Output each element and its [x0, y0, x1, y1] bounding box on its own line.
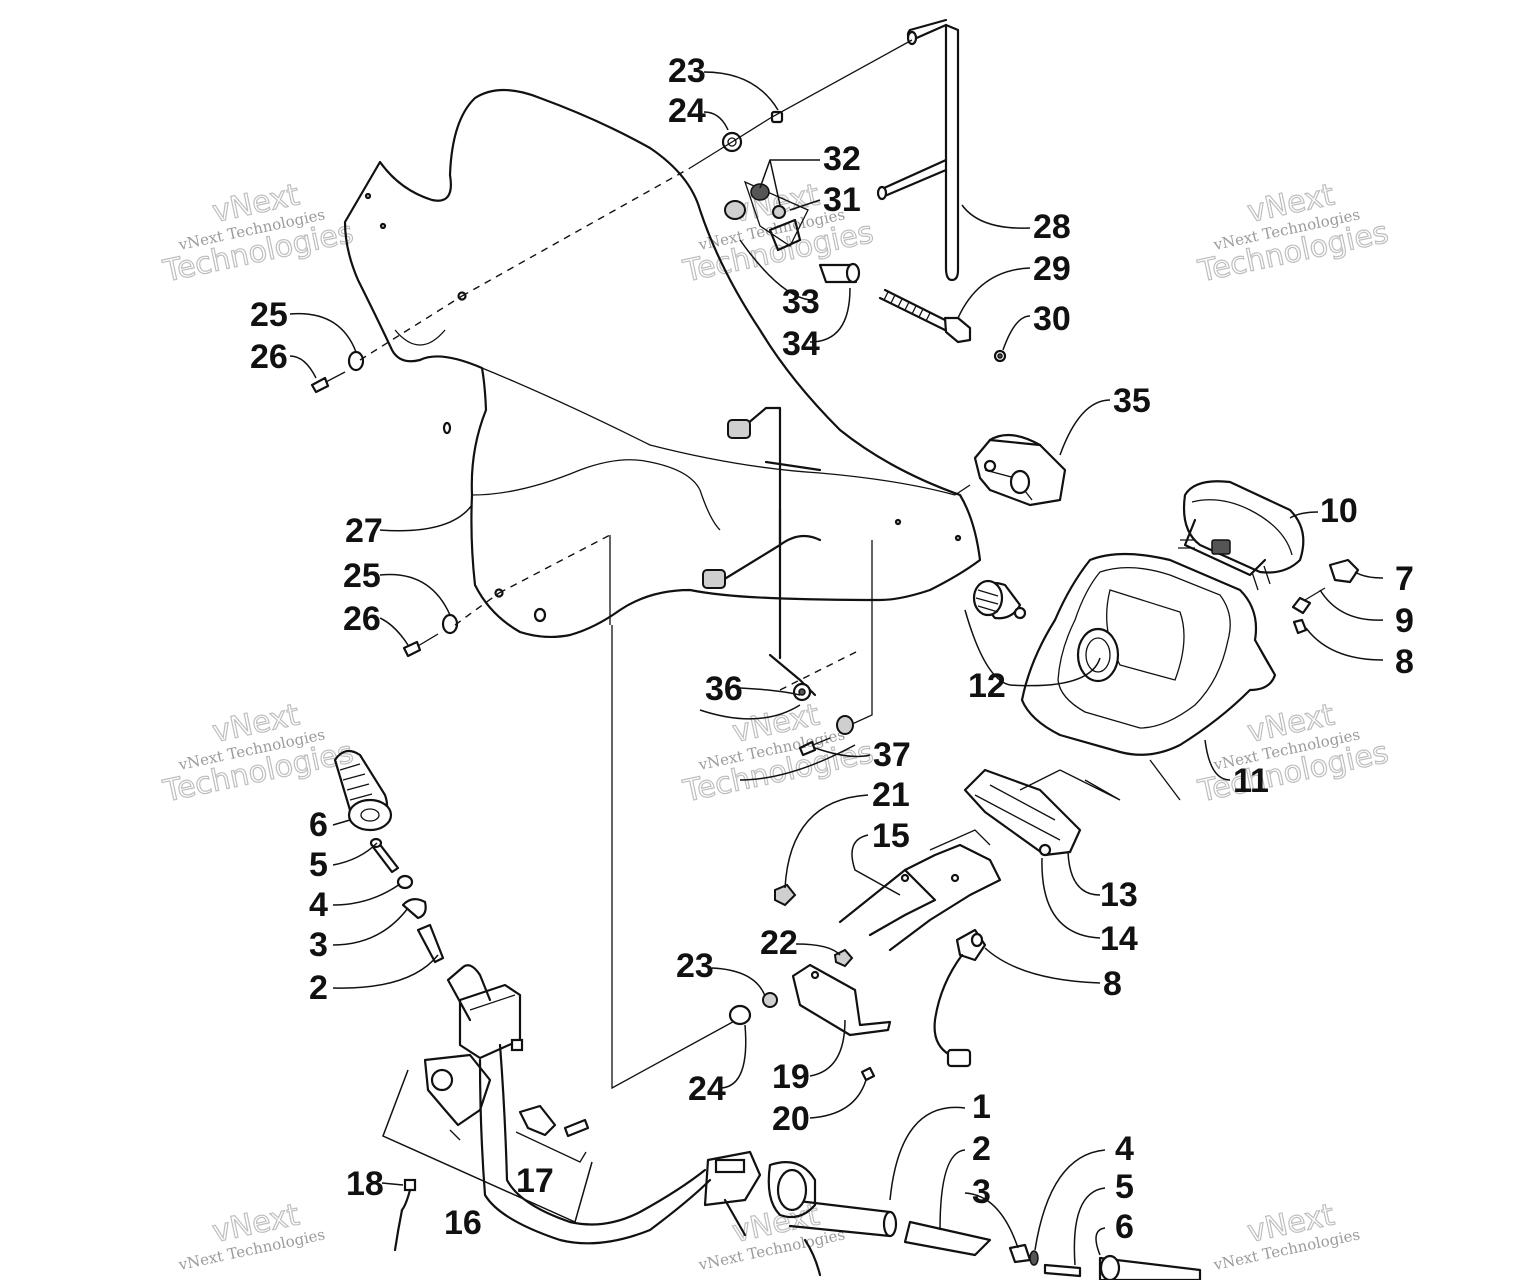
assembly-line [498, 534, 611, 594]
callout-1: 1 [972, 1088, 991, 1126]
plate-19 [728, 948, 892, 1082]
assembly-line [461, 167, 691, 297]
mount-hardware [721, 110, 861, 284]
wire-18 [393, 1178, 417, 1252]
assembly-line [954, 484, 971, 496]
callout-6: 6 [309, 806, 328, 844]
callout-36: 36 [705, 670, 743, 708]
callout-14: 14 [1100, 920, 1138, 958]
callout-28: 28 [1033, 208, 1071, 246]
gauge-10 [1178, 480, 1305, 591]
bulb-7-9-8 [1291, 558, 1360, 635]
callout-7: 7 [1395, 560, 1414, 598]
bracket-15 [838, 829, 1002, 952]
callout-20: 20 [772, 1100, 810, 1138]
callout-12: 12 [968, 667, 1006, 705]
callout-11: 11 [1233, 762, 1269, 800]
callout-3: 3 [972, 1173, 991, 1211]
callout-19: 19 [772, 1058, 810, 1096]
pod-back-13 [963, 759, 1181, 857]
leader-lines [289, 71, 1384, 1266]
callout-32: 32 [823, 140, 861, 178]
left-grip-parts [333, 749, 445, 964]
assembly-line [849, 540, 873, 726]
right-control-1 [703, 1150, 822, 1277]
watermark: vNext vNext Technologies [696, 1197, 846, 1274]
callout-labels: 23 24 32 31 28 29 30 33 34 25 26 35 10 7… [250, 52, 1414, 1246]
callout-15: 15 [872, 817, 910, 855]
watermark: vNext vNext Technologies Technologies [1194, 177, 1392, 290]
group-bracket [382, 1069, 593, 1224]
callout-30: 30 [1033, 300, 1071, 338]
callout-22: 22 [760, 924, 798, 962]
assembly-line [689, 39, 913, 169]
callout-17: 17 [516, 1162, 554, 1200]
callout-21: 21 [872, 776, 910, 814]
callout-9: 9 [1395, 602, 1414, 640]
callout-23: 23 [676, 947, 714, 985]
right-grip-parts [903, 1220, 1202, 1280]
callout-4: 4 [1115, 1130, 1134, 1168]
callout-16: 16 [444, 1204, 482, 1242]
watermarks: vNext vNext Technologies Technologies vN… [159, 177, 1392, 1274]
speedo-mount-35 [973, 433, 1067, 507]
callout-6: 6 [1115, 1208, 1134, 1246]
callout-24: 24 [688, 1070, 726, 1108]
callout-37: 37 [873, 736, 911, 774]
callout-29: 29 [1033, 250, 1071, 288]
callout-18: 18 [346, 1165, 384, 1203]
instrument-pod-11 [1020, 552, 1277, 756]
watermark: vNext vNext Technologies Technologies [159, 177, 357, 290]
screw-washer-lower [402, 613, 459, 658]
callout-34: 34 [782, 325, 820, 363]
watermark: vNext vNext Technologies [1211, 1197, 1361, 1274]
callout-23: 23 [668, 52, 706, 90]
callout-2: 2 [309, 969, 328, 1007]
sensor-8 [933, 928, 987, 1068]
callout-26: 26 [250, 338, 288, 376]
callout-3: 3 [309, 926, 328, 964]
watermark: vNext vNext Technologies Technologies [679, 697, 877, 810]
windshield-bracket [702, 406, 822, 702]
callout-24: 24 [668, 92, 706, 130]
callout-25: 25 [250, 296, 288, 334]
screw-washer-upper [310, 350, 365, 394]
callout-8: 8 [1103, 965, 1122, 1003]
callout-25: 25 [343, 557, 381, 595]
callout-13: 13 [1100, 876, 1138, 914]
assembly-line [454, 592, 500, 626]
watermark: vNext vNext Technologies [176, 1197, 326, 1274]
callout-5: 5 [1115, 1168, 1134, 1206]
handguard-rod [876, 18, 1007, 363]
assembly-line [359, 295, 463, 361]
callout-31: 31 [823, 181, 861, 219]
handlebar [446, 964, 898, 1245]
callout-10: 10 [1320, 492, 1358, 530]
callout-8: 8 [1395, 643, 1414, 681]
clamp-17 [515, 1104, 590, 1163]
switch-housing-16 [423, 983, 524, 1141]
screw-36-37 [798, 715, 854, 757]
callout-26: 26 [343, 600, 381, 638]
watermark: vNext vNext Technologies Technologies [159, 697, 357, 810]
assembly-line [611, 625, 741, 1090]
callout-33: 33 [782, 283, 820, 321]
assembly-line [779, 649, 861, 691]
callout-4: 4 [309, 886, 328, 924]
watermark: vNext vNext Technologies Technologies [1194, 697, 1392, 810]
windshield-part [343, 88, 982, 639]
callout-27: 27 [345, 512, 383, 550]
callout-5: 5 [309, 846, 328, 884]
callout-2: 2 [972, 1130, 991, 1168]
callout-35: 35 [1113, 382, 1151, 420]
gauge-12 [972, 579, 1120, 683]
